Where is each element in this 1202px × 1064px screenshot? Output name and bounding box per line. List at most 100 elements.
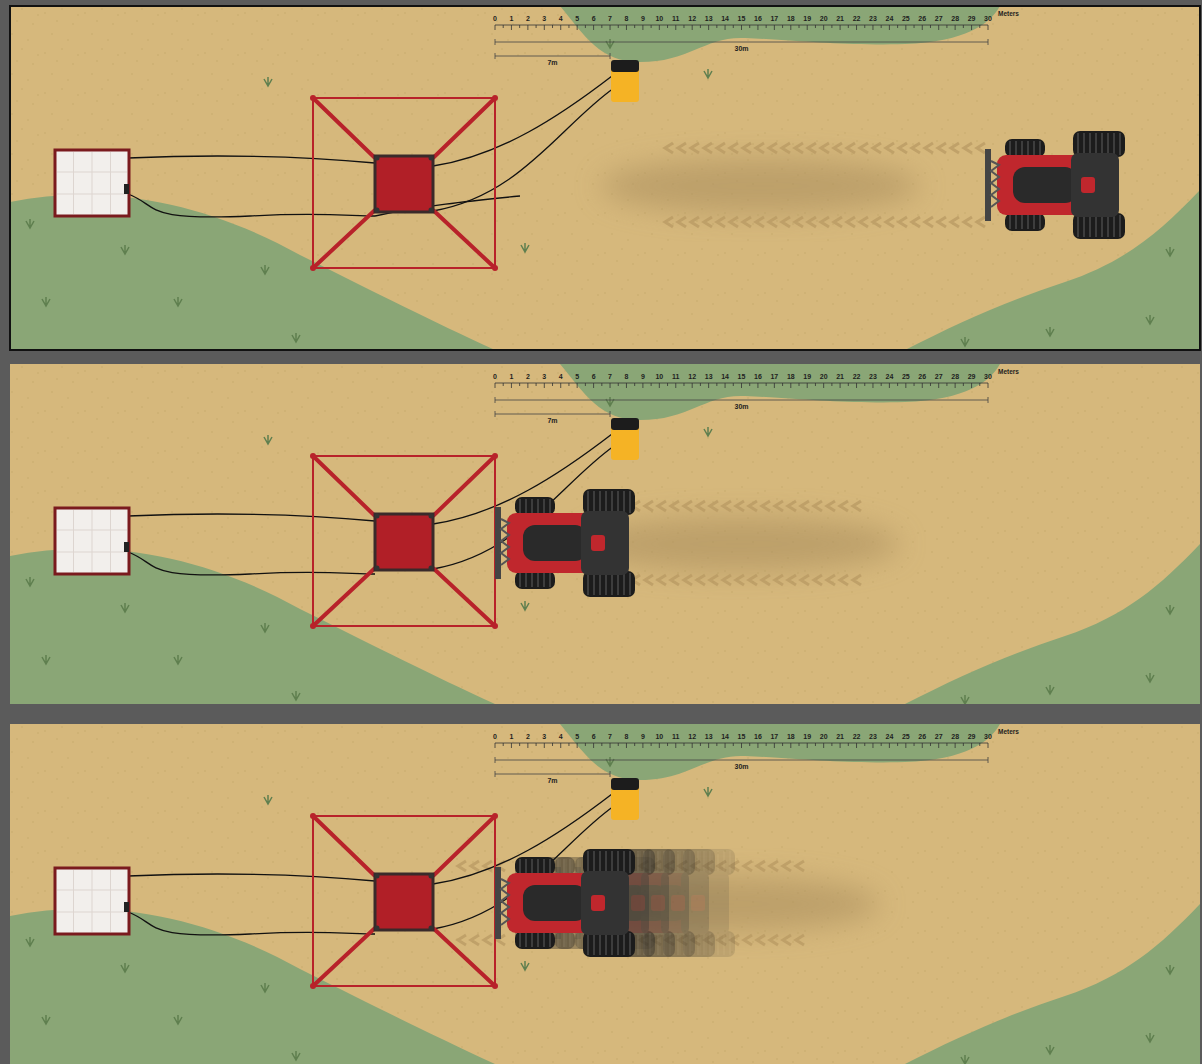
unit-label: Meters: [998, 11, 1019, 18]
grass-tuft: [1166, 965, 1174, 974]
grass-tuft: [704, 787, 712, 796]
ruler-number: 2: [526, 15, 530, 22]
ruler-number: 12: [688, 373, 696, 380]
grass-tuft: [961, 337, 969, 346]
ruler-number: 11: [672, 733, 679, 740]
grass-tuft: [264, 435, 272, 444]
dimension-line: [495, 757, 988, 763]
ruler-number: 13: [705, 15, 713, 22]
cable: [128, 552, 375, 575]
grass-tuft: [264, 77, 272, 86]
ruler-number: 21: [836, 373, 844, 380]
tractor: [495, 849, 635, 957]
ruler-number: 23: [869, 373, 877, 380]
ruler-number: 15: [738, 15, 746, 22]
ruler-number: 13: [705, 733, 713, 740]
ruler-number: 24: [886, 733, 894, 740]
ruler-number: 6: [592, 15, 596, 22]
ruler-number: 2: [526, 733, 530, 740]
ruler-number: 22: [853, 373, 861, 380]
grass-tuft: [261, 983, 269, 992]
grass-area: [905, 904, 1200, 1064]
ruler-number: 11: [672, 373, 679, 380]
grass-tuft: [292, 691, 300, 700]
ruler-number: 26: [918, 15, 926, 22]
ruler-number: 17: [770, 733, 778, 740]
grass-tuft: [121, 245, 129, 254]
tractor: [495, 489, 635, 597]
ruler-number: 16: [754, 733, 762, 740]
grass-tuft: [961, 1055, 969, 1064]
grass-tuft: [292, 333, 300, 342]
ruler-number: 25: [902, 373, 910, 380]
ruler-number: 5: [575, 733, 579, 740]
grass-tuft: [261, 623, 269, 632]
ruler-number: 4: [559, 733, 563, 740]
ruler-number: 3: [542, 15, 546, 22]
dimension-label: 7m: [547, 417, 557, 424]
dimension-label: 30m: [734, 403, 748, 410]
ruler-number: 20: [820, 15, 828, 22]
tire: [643, 931, 695, 957]
grass-area: [560, 364, 1000, 420]
ruler-number: 30: [984, 15, 992, 22]
ruler-number: 9: [641, 15, 645, 22]
grass-tuft: [1146, 315, 1154, 324]
ruler-number: 15: [738, 733, 746, 740]
ruler-number: 0: [493, 373, 497, 380]
grass-tuft: [521, 243, 529, 252]
trigger-sensor: [611, 418, 639, 460]
dimension-label: 7m: [547, 777, 557, 784]
data-logger-box: [55, 868, 129, 934]
ruler-number: 17: [770, 373, 778, 380]
cable: [128, 912, 375, 935]
grass-tuft: [961, 695, 969, 704]
cable: [128, 514, 375, 521]
grass-tuft: [1146, 1033, 1154, 1042]
ruler-number: 29: [968, 15, 976, 22]
trigger-sensor: [611, 60, 639, 102]
ruler-number: 8: [625, 733, 629, 740]
grass-tuft: [121, 963, 129, 972]
ruler-number: 15: [738, 373, 746, 380]
tire: [623, 849, 675, 875]
ruler-number: 24: [886, 15, 894, 22]
grass-tuft: [1046, 1045, 1054, 1054]
ruler-number: 28: [951, 15, 959, 22]
ruler-number: 23: [869, 733, 877, 740]
grass-area: [560, 6, 1000, 62]
ruler-number: 6: [592, 733, 596, 740]
ruler-number: 3: [542, 373, 546, 380]
grass-tuft: [42, 655, 50, 664]
grass-tuft: [606, 757, 614, 766]
cable: [433, 88, 614, 211]
tire: [663, 931, 715, 957]
dimension-label: 7m: [547, 59, 557, 66]
ruler-number: 7: [608, 15, 612, 22]
ruler-number: 5: [575, 373, 579, 380]
grass-tuft: [1046, 685, 1054, 694]
dimension-line: [495, 411, 610, 417]
unit-label: Meters: [998, 729, 1019, 736]
ruler-number: 3: [542, 733, 546, 740]
ruler-number: 0: [493, 15, 497, 22]
ruler-number: 21: [836, 733, 844, 740]
scene-panel: [10, 364, 1200, 704]
tire: [683, 931, 735, 957]
ruler-number: 24: [886, 373, 894, 380]
ruler-number: 16: [754, 373, 762, 380]
ruler-number: 29: [968, 733, 976, 740]
ruler-number: 20: [820, 373, 828, 380]
grass-tuft: [606, 397, 614, 406]
ruler-number: 22: [853, 733, 861, 740]
ruler-number: 17: [770, 15, 778, 22]
ruler-number: 12: [688, 733, 696, 740]
ruler-number: 10: [655, 733, 663, 740]
ruler-number: 1: [509, 15, 513, 22]
ruler-number: 27: [935, 373, 943, 380]
ruler-number: 6: [592, 373, 596, 380]
tire: [515, 571, 555, 589]
cable: [433, 76, 612, 166]
ruler-number: 8: [625, 373, 629, 380]
ruler-number: 27: [935, 733, 943, 740]
